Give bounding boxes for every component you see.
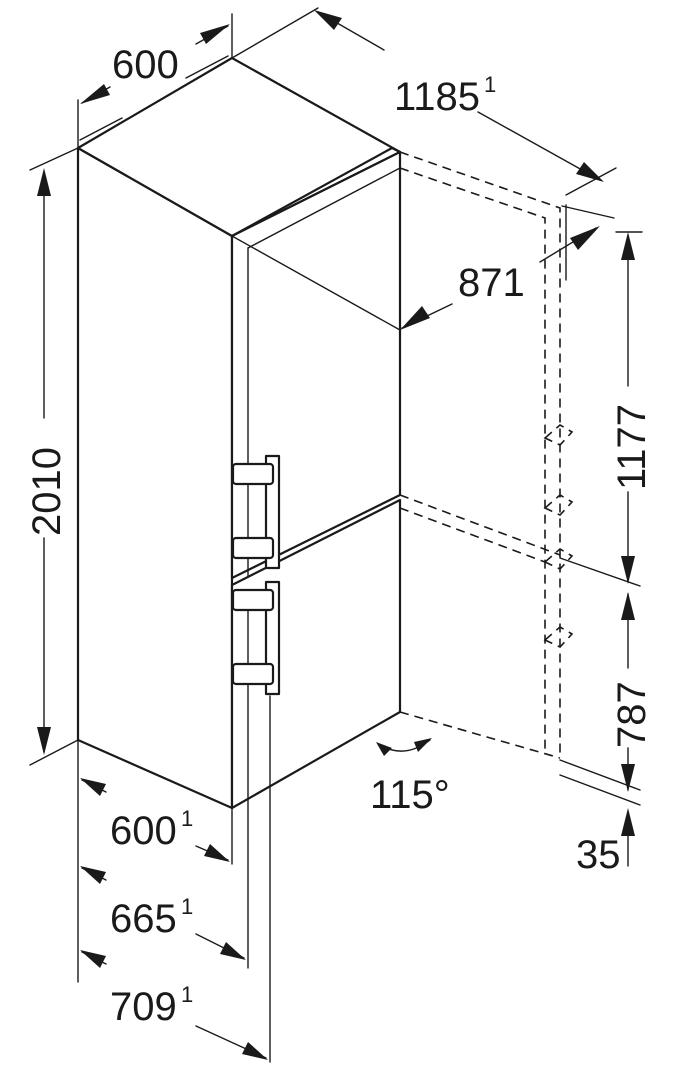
dim-top-width (77, 13, 233, 149)
dim-overall-depth-open-label: 1185 (394, 75, 480, 119)
dim-depth-body-label: 600 (110, 809, 177, 853)
open-door-outline (399, 151, 574, 759)
dim-lower-compartment (559, 592, 641, 792)
dim-upper-compartment-label: 1177 (610, 404, 654, 490)
dim-door-width-label: 871 (458, 261, 525, 305)
dim-height (29, 147, 79, 766)
dim-plinth-label: 35 (576, 833, 621, 877)
dim-depth-with-handle (80, 695, 271, 1063)
dim-door-angle-label: 115° (370, 773, 450, 817)
dim-upper-compartment (559, 231, 643, 587)
dim-overall-depth-open-sup: 1 (484, 72, 496, 97)
dim-door-width (231, 204, 615, 331)
dim-lower-compartment-label: 787 (610, 681, 654, 748)
dim-depth-with-door-label: 665 (110, 897, 177, 941)
dim-overall-depth-open (231, 7, 617, 196)
dim-door-angle (376, 738, 432, 756)
dim-depth-body (77, 739, 233, 983)
dim-depth-with-door (80, 799, 249, 969)
dim-depth-body-sup: 1 (181, 806, 193, 831)
dim-depth-with-door-sup: 1 (181, 894, 193, 919)
dim-plinth (559, 774, 641, 867)
fridge-body (76, 55, 402, 810)
upper-handle (231, 454, 281, 570)
dim-top-width-label: 600 (112, 43, 179, 87)
dim-depth-with-handle-label: 709 (110, 985, 177, 1029)
lower-handle (231, 580, 281, 696)
dim-height-label: 2010 (25, 447, 69, 536)
dim-depth-with-handle-sup: 1 (181, 982, 193, 1007)
